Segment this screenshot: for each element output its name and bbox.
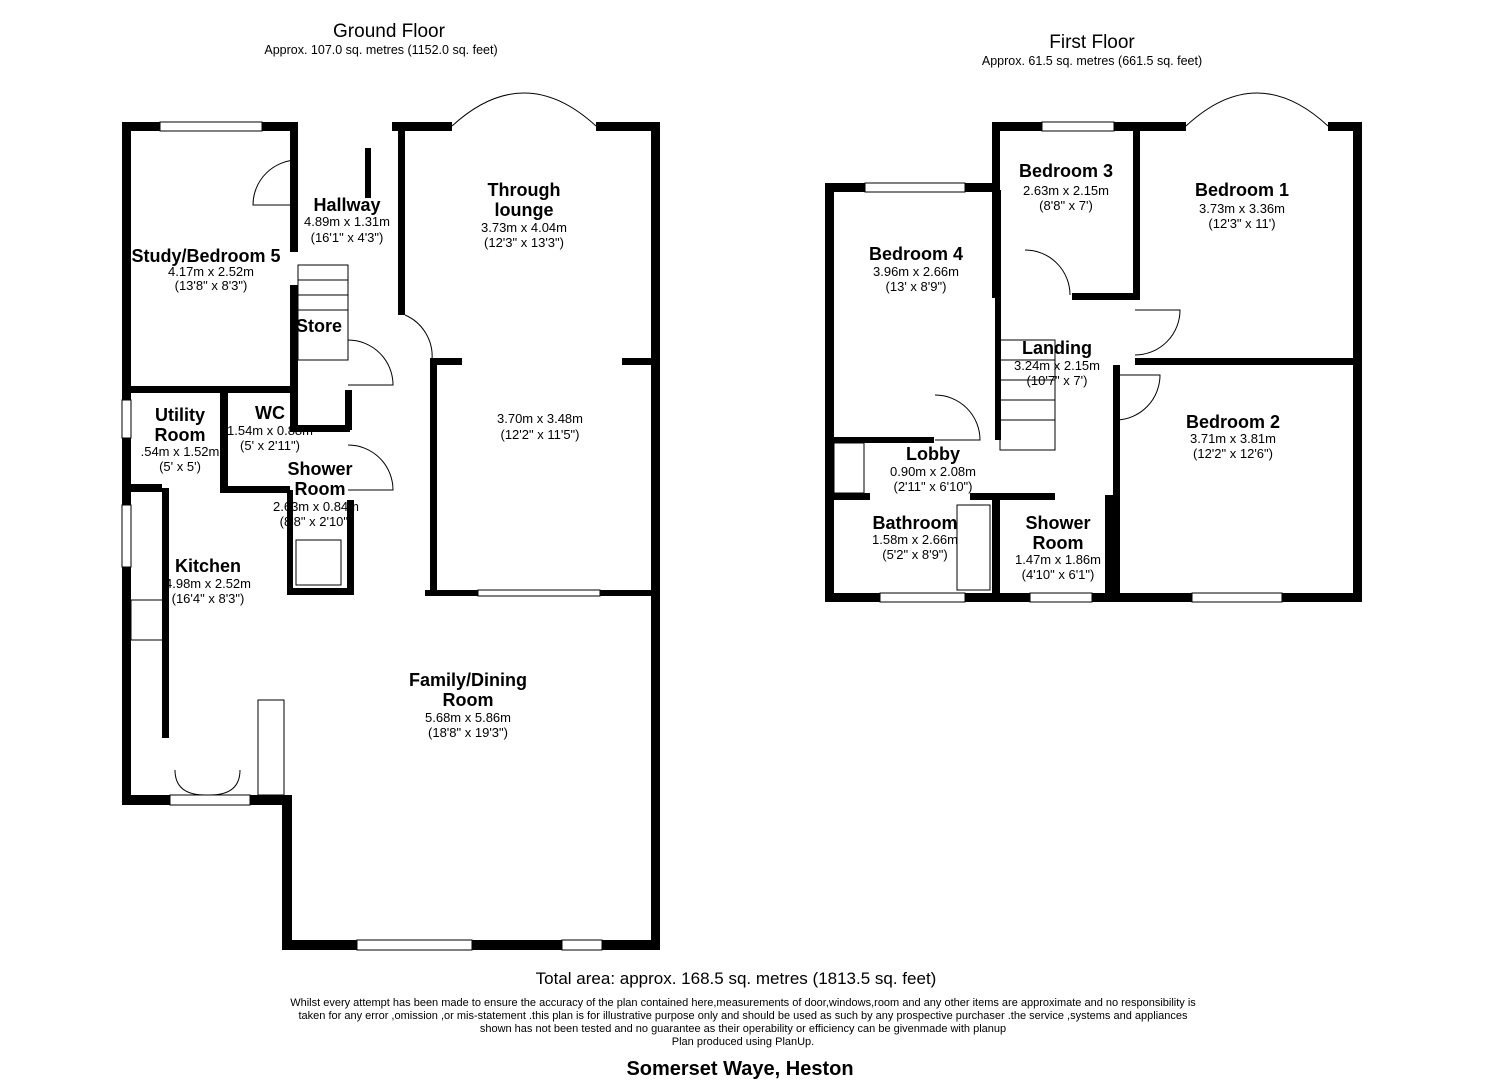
room-wc: WC 1.54m x 0.88m (5' x 2'11") <box>227 403 313 453</box>
svg-text:(13' x 8'9"): (13' x 8'9") <box>886 279 947 294</box>
svg-text:Shower: Shower <box>287 459 352 479</box>
svg-text:(16'1" x 4'3"): (16'1" x 4'3") <box>311 230 384 245</box>
ground-floor-walls <box>121 92 660 951</box>
room-study: Study/Bedroom 5 4.17m x 2.52m (13'8" x 8… <box>131 246 280 293</box>
svg-text:Bedroom 2: Bedroom 2 <box>1186 412 1280 432</box>
room-bedroom-4: Bedroom 4 3.96m x 2.66m (13' x 8'9") <box>869 244 963 294</box>
room-through-lounge: Through lounge 3.73m x 4.04m (12'3" x 13… <box>481 180 567 250</box>
svg-text:3.96m x 2.66m: 3.96m x 2.66m <box>873 264 959 279</box>
svg-text:2.63m x 2.15m: 2.63m x 2.15m <box>1023 183 1109 198</box>
room-bedroom-1: Bedroom 1 3.73m x 3.36m (12'3" x 11') <box>1195 180 1289 231</box>
svg-text:5.68m x 5.86m: 5.68m x 5.86m <box>425 710 511 725</box>
svg-text:3.73m x 3.36m: 3.73m x 3.36m <box>1199 201 1285 216</box>
first-floor-area: Approx. 61.5 sq. metres (661.5 sq. feet) <box>982 54 1202 68</box>
svg-text:(4'10" x 6'1"): (4'10" x 6'1") <box>1022 567 1095 582</box>
svg-text:(10'7" x 7'): (10'7" x 7') <box>1027 373 1088 388</box>
svg-text:(5'2" x 8'9"): (5'2" x 8'9") <box>882 547 948 562</box>
room-landing: Landing 3.24m x 2.15m (10'7" x 7') <box>1014 338 1100 388</box>
svg-text:Shower: Shower <box>1025 513 1090 533</box>
svg-text:0.90m x 2.08m: 0.90m x 2.08m <box>890 464 976 479</box>
svg-text:WC: WC <box>255 403 285 423</box>
door-bedroom4 <box>934 394 981 441</box>
svg-text:(12'2" x 12'6"): (12'2" x 12'6") <box>1193 446 1273 461</box>
ground-stairs <box>297 264 349 361</box>
room-bedroom-2: Bedroom 2 3.71m x 3.81m (12'2" x 12'6") <box>1186 412 1280 461</box>
room-lobby: Lobby 0.90m x 2.08m (2'11" x 6'10") <box>890 444 976 494</box>
svg-text:2.63m x 0.84m: 2.63m x 0.84m <box>273 499 359 514</box>
svg-text:Through: Through <box>488 180 561 200</box>
room-shower-first: Shower Room 1.47m x 1.86m (4'10" x 6'1") <box>1015 513 1101 582</box>
svg-text:(8'8" x 7'): (8'8" x 7') <box>1039 198 1093 213</box>
svg-text:(13'8" x 8'3"): (13'8" x 8'3") <box>175 278 248 293</box>
svg-text:4.17m x 2.52m: 4.17m x 2.52m <box>168 264 254 279</box>
svg-text:Utility: Utility <box>155 405 205 425</box>
room-store: Store <box>296 316 342 336</box>
svg-text:Bedroom 4: Bedroom 4 <box>869 244 963 264</box>
svg-text:(8'8" x 2'10"): (8'8" x 2'10") <box>280 514 353 529</box>
property-address: Somerset Waye, Heston <box>626 1058 853 1080</box>
disclaimer-line: taken for any error ,omission ,or mis-st… <box>299 1010 1188 1022</box>
room-bathroom: Bathroom 1.58m x 2.66m (5'2" x 8'9") <box>872 513 958 562</box>
first-floor-title: First Floor <box>1049 32 1135 53</box>
svg-text:.54m x 1.52m: .54m x 1.52m <box>141 444 220 459</box>
room-utility: Utility Room .54m x 1.52m (5' x 5') <box>141 405 220 474</box>
room-lounge-rear: 3.70m x 3.48m (12'2" x 11'5") <box>497 411 583 442</box>
svg-text:Hallway: Hallway <box>313 195 380 215</box>
svg-text:(18'8" x 19'3"): (18'8" x 19'3") <box>428 725 508 740</box>
svg-text:1.47m x 1.86m: 1.47m x 1.86m <box>1015 552 1101 567</box>
disclaimer-line: shown has not been tested and no guarant… <box>480 1023 1006 1035</box>
disclaimer-line: Plan produced using PlanUp. <box>672 1036 814 1048</box>
door-lounge <box>404 314 433 361</box>
door-store <box>347 339 394 386</box>
svg-text:3.70m x 3.48m: 3.70m x 3.48m <box>497 411 583 426</box>
svg-text:(12'2" x 11'5"): (12'2" x 11'5") <box>501 427 580 442</box>
total-area: Total area: approx. 168.5 sq. metres (18… <box>536 969 937 988</box>
disclaimer-line: Whilst every attempt has been made to en… <box>290 997 1196 1009</box>
svg-text:(5' x 5'): (5' x 5') <box>159 459 201 474</box>
room-family-dining: Family/Dining Room 5.68m x 5.86m (18'8" … <box>409 670 527 740</box>
door-bedroom2 <box>1116 374 1161 421</box>
svg-text:3.24m x 2.15m: 3.24m x 2.15m <box>1014 358 1100 373</box>
svg-text:Bathroom: Bathroom <box>873 513 958 533</box>
door-bedroom1 <box>1134 309 1181 356</box>
door-shower <box>347 444 394 491</box>
svg-text:Family/Dining: Family/Dining <box>409 670 527 690</box>
svg-text:(12'3" x 11'): (12'3" x 11') <box>1208 216 1275 231</box>
ground-floor-area: Approx. 107.0 sq. metres (1152.0 sq. fee… <box>264 43 497 57</box>
svg-text:Kitchen: Kitchen <box>175 556 241 576</box>
svg-text:lounge: lounge <box>495 200 554 220</box>
svg-text:Room: Room <box>1033 533 1084 553</box>
ground-floor-title: Ground Floor <box>333 21 446 42</box>
svg-text:Room: Room <box>295 479 346 499</box>
svg-text:Room: Room <box>155 425 206 445</box>
room-hallway: Hallway 4.89m x 1.31m (16'1" x 4'3") <box>304 195 390 245</box>
svg-text:(12'3" x 13'3"): (12'3" x 13'3") <box>484 235 564 250</box>
svg-text:3.73m x 4.04m: 3.73m x 4.04m <box>481 220 567 235</box>
svg-text:Landing: Landing <box>1022 338 1092 358</box>
svg-text:4.98m x 2.52m: 4.98m x 2.52m <box>165 576 251 591</box>
svg-text:Study/Bedroom 5: Study/Bedroom 5 <box>131 246 280 266</box>
door-study <box>252 159 299 206</box>
first-floor-walls <box>825 92 1362 603</box>
svg-text:1.58m x 2.66m: 1.58m x 2.66m <box>872 532 958 547</box>
room-shower-ground: Shower Room 2.63m x 0.84m (8'8" x 2'10") <box>273 459 359 529</box>
svg-text:Bedroom 1: Bedroom 1 <box>1195 180 1289 200</box>
room-bedroom-3: Bedroom 3 2.63m x 2.15m (8'8" x 7') <box>1019 161 1113 213</box>
door-bedroom3 <box>1024 249 1071 296</box>
first-floor-stairs <box>999 339 1056 451</box>
svg-text:Lobby: Lobby <box>906 444 960 464</box>
door-kitchen <box>174 769 241 796</box>
svg-text:4.89m x 1.31m: 4.89m x 1.31m <box>304 214 390 229</box>
room-kitchen: Kitchen 4.98m x 2.52m (16'4" x 8'3") <box>165 556 251 606</box>
svg-text:Bedroom 3: Bedroom 3 <box>1019 161 1113 181</box>
svg-text:Room: Room <box>443 690 494 710</box>
svg-text:1.54m x 0.88m: 1.54m x 0.88m <box>227 423 313 438</box>
svg-text:(5' x 2'11"): (5' x 2'11") <box>240 438 300 453</box>
svg-text:3.71m x 3.81m: 3.71m x 3.81m <box>1190 431 1276 446</box>
svg-text:(16'4" x 8'3"): (16'4" x 8'3") <box>172 591 245 606</box>
svg-text:(2'11" x 6'10"): (2'11" x 6'10") <box>894 479 973 494</box>
